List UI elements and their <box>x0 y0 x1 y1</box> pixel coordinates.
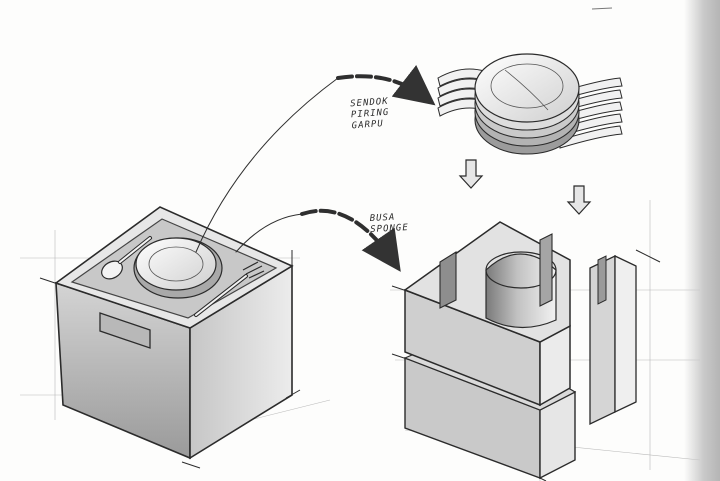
tray-spoon <box>101 236 152 280</box>
down-arrow-right <box>566 185 592 215</box>
arrow-to-foam <box>300 208 401 272</box>
down-arrows <box>458 159 592 215</box>
arrow-to-utensils <box>336 65 436 106</box>
container-overshoot-lines <box>39 250 301 469</box>
tray-fork <box>194 261 265 317</box>
leader-foam <box>235 213 303 253</box>
annotation-utensils: SENDOK PIRING GARPU <box>350 97 391 133</box>
page-edge-shadow <box>684 0 720 481</box>
handle-slot <box>99 312 151 349</box>
container-box <box>39 206 301 469</box>
stacked-utensils <box>437 53 623 155</box>
tray-plate <box>133 237 223 299</box>
down-arrow-left <box>458 159 484 189</box>
annotation-foam-line2: SPONGE <box>370 222 410 235</box>
annotation-foam: BUSA SPONGE <box>369 212 409 236</box>
leader-utensils <box>195 77 339 253</box>
foam-insert <box>391 221 661 481</box>
corner-mark <box>591 7 613 10</box>
flow-arrows <box>195 65 436 272</box>
